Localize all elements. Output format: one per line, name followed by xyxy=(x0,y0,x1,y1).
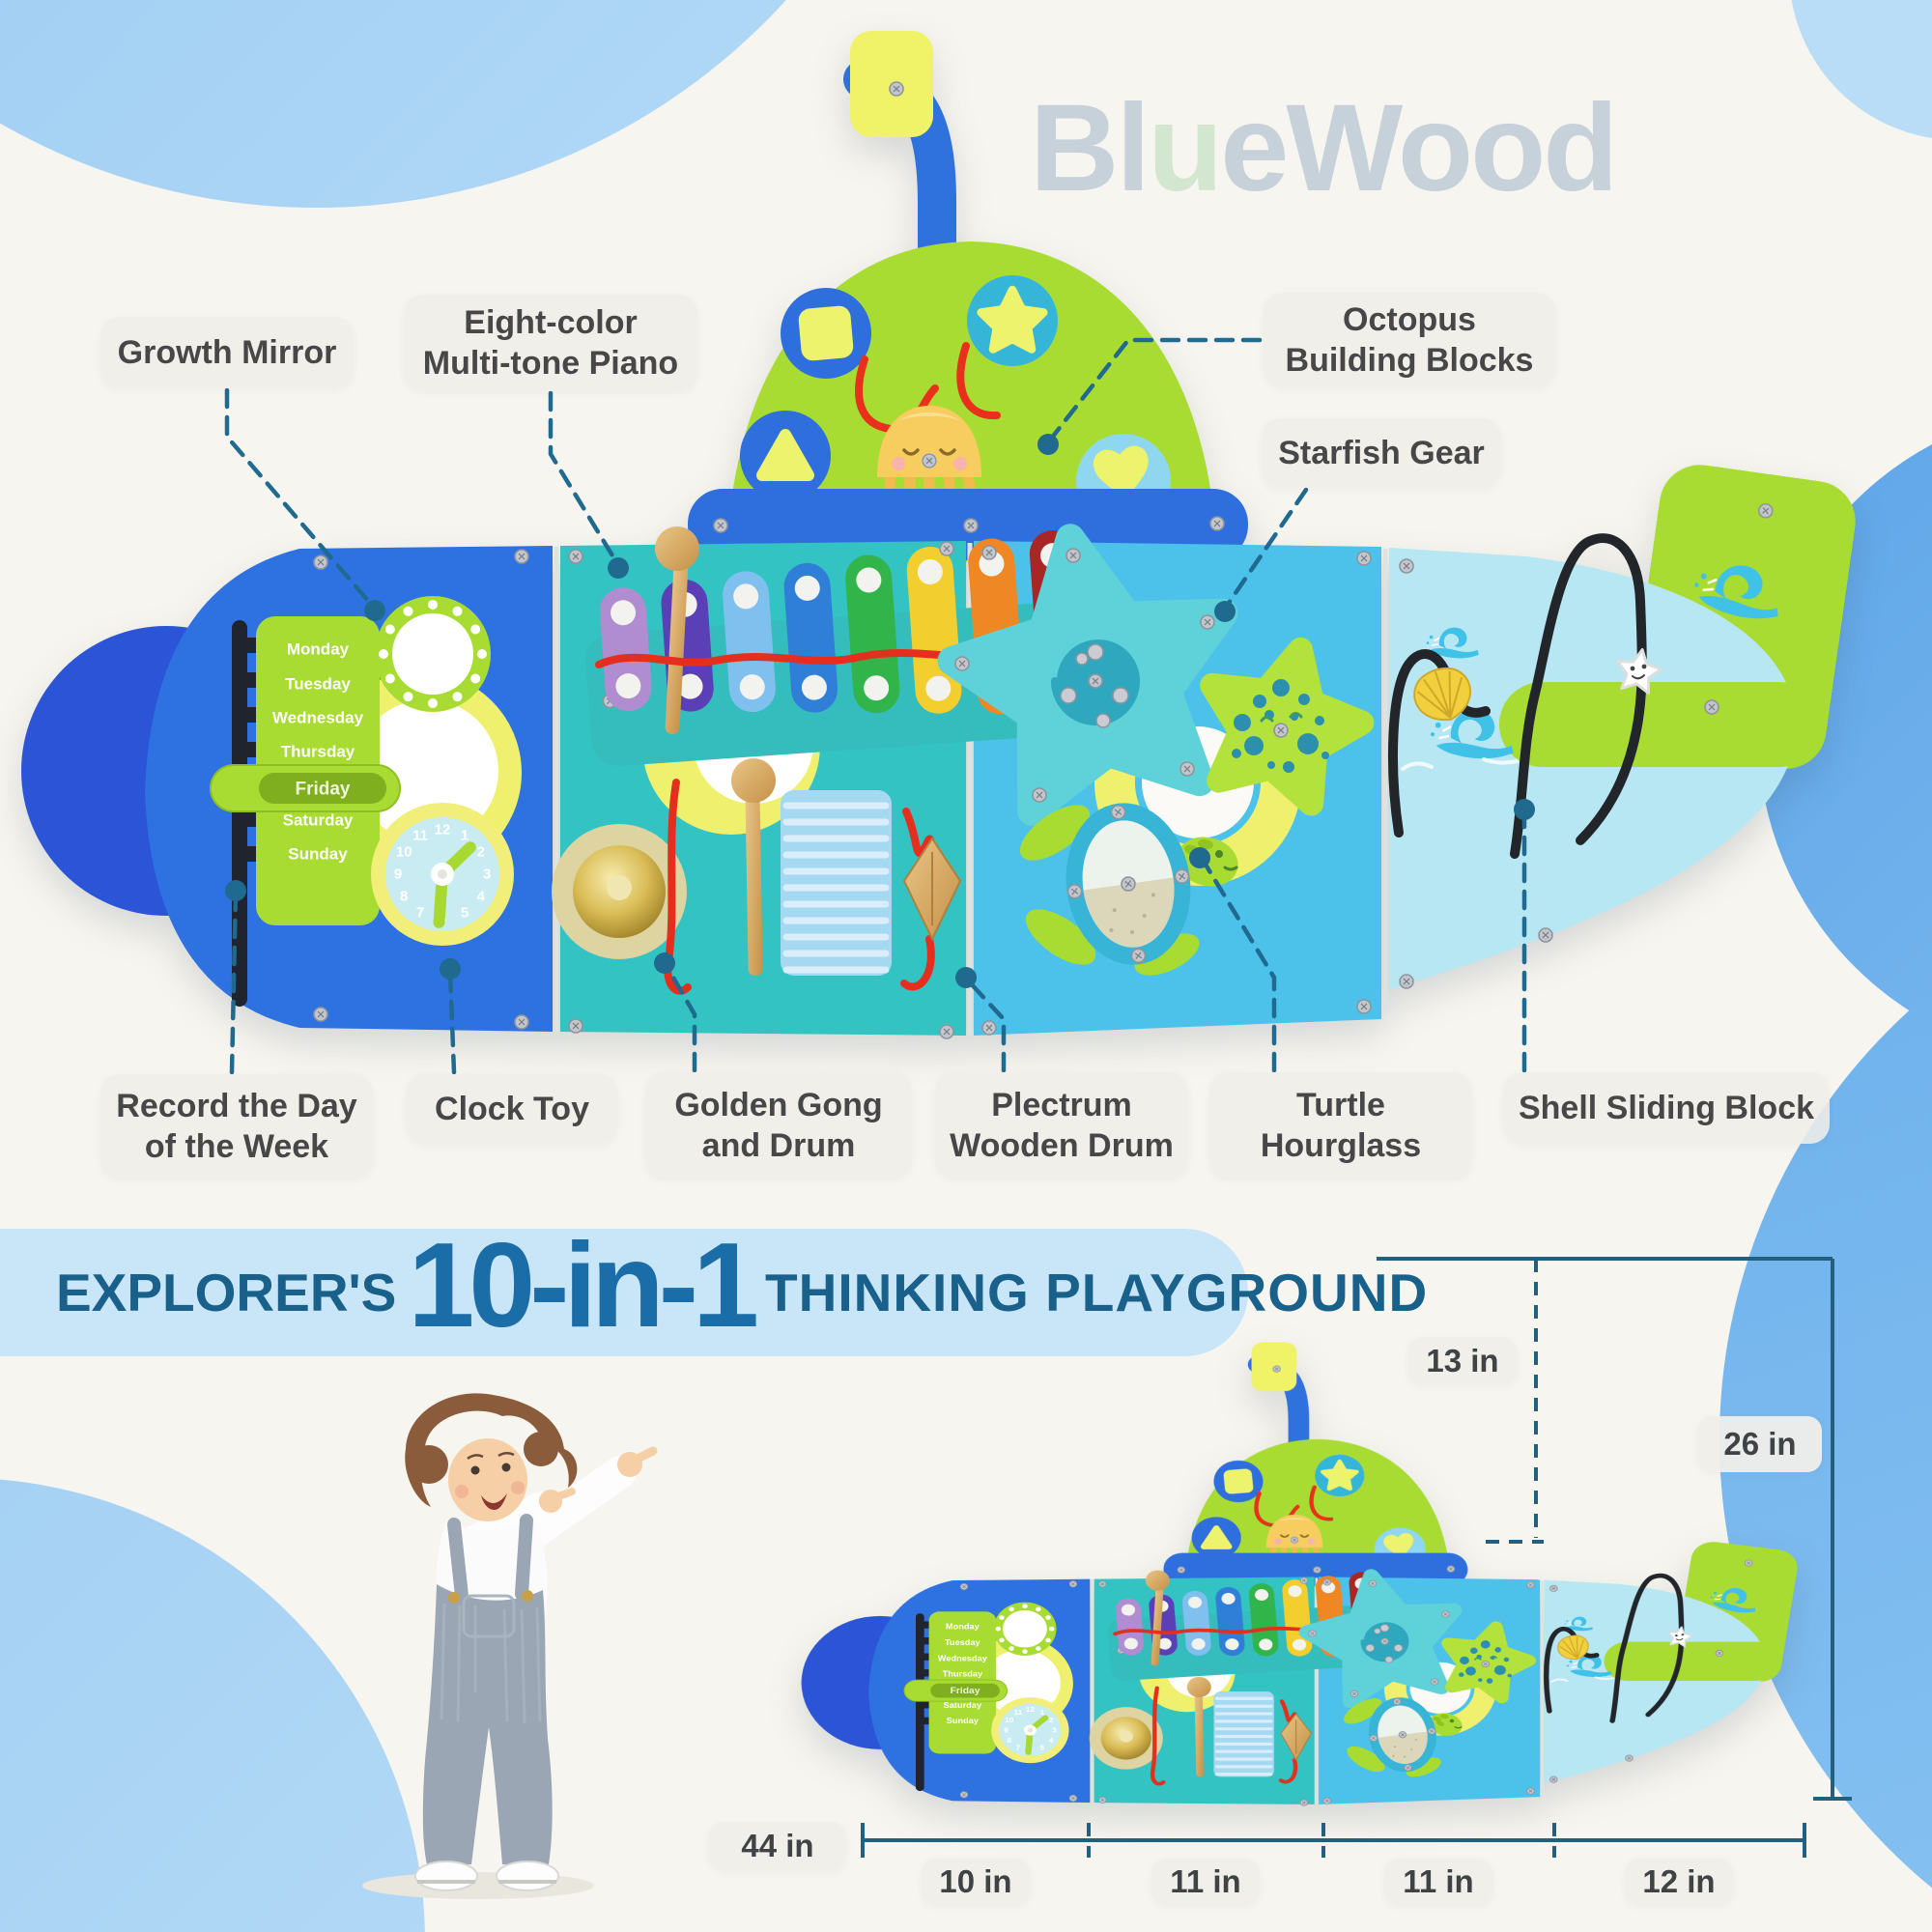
callout-starfish-gear-label: Starfish Gear xyxy=(1278,434,1485,471)
callout-shell-block: Shell Sliding Block xyxy=(1503,1072,1830,1144)
callout-turtle-hourglass-line1: Turtle xyxy=(1296,1086,1385,1123)
callout-leader-lines xyxy=(224,337,1535,1075)
child-photo xyxy=(362,1393,658,1899)
callout-clock-toy-label: Clock Toy xyxy=(435,1090,589,1127)
callout-record-day-line2: of the Week xyxy=(144,1128,329,1165)
callout-record-day-line1: Record the Day xyxy=(116,1087,357,1124)
dimension-lines xyxy=(861,1257,1852,1858)
callout-plectrum-drum-line1: Plectrum xyxy=(991,1086,1132,1123)
dim-44in: 44 in xyxy=(709,1822,846,1870)
dim-44in-label: 44 in xyxy=(741,1827,814,1863)
callout-plectrum-drum-line2: Wooden Drum xyxy=(950,1127,1174,1164)
dim-26in: 26 in xyxy=(1698,1416,1822,1472)
title-highlight: 10-in-1 xyxy=(408,1219,759,1352)
logo-part-wood: eWood xyxy=(1220,79,1618,217)
callout-growth-mirror: Growth Mirror xyxy=(100,317,354,388)
callout-shell-block-label: Shell Sliding Block xyxy=(1518,1089,1815,1126)
callout-golden-gong-line2: and Drum xyxy=(701,1127,856,1164)
dim-seg-11in-a-label: 11 in xyxy=(1170,1862,1241,1899)
callout-record-day: Record the Day of the Week xyxy=(100,1074,373,1179)
logo-smile-u: u xyxy=(1148,79,1223,217)
title-suffix: THINKING PLAYGROUND xyxy=(765,1263,1429,1322)
callout-starfish-gear: Starfish Gear xyxy=(1262,418,1501,488)
callout-octopus-line2: Building Blocks xyxy=(1285,342,1534,379)
dim-seg-11in-b-label: 11 in xyxy=(1403,1862,1474,1899)
dim-seg-10in-label: 10 in xyxy=(939,1862,1012,1899)
callout-piano-line2: Multi-tone Piano xyxy=(422,345,679,382)
callout-golden-gong: Golden Gong and Drum xyxy=(645,1072,912,1179)
dim-13in: 13 in xyxy=(1408,1337,1517,1385)
brand-logo: BlueWood xyxy=(1030,77,1618,219)
dim-seg-11in-b: 11 in xyxy=(1384,1859,1492,1905)
callout-piano-line1: Eight-color xyxy=(464,303,638,341)
small-submarine xyxy=(802,1343,1801,1806)
dim-seg-12in: 12 in xyxy=(1625,1859,1733,1905)
callout-golden-gong-line1: Golden Gong xyxy=(674,1086,883,1123)
callout-turtle-hourglass-line2: Hourglass xyxy=(1260,1127,1422,1164)
callout-growth-mirror-label: Growth Mirror xyxy=(117,333,337,371)
page-title: EXPLORER'S 10-in-1 THINKING PLAYGROUND xyxy=(56,1219,1429,1356)
callout-clock-toy: Clock Toy xyxy=(406,1074,618,1144)
callout-octopus-line1: Octopus xyxy=(1343,300,1476,338)
dim-seg-11in-a: 11 in xyxy=(1151,1859,1260,1905)
dim-13in-label: 13 in xyxy=(1426,1342,1499,1378)
dim-seg-10in: 10 in xyxy=(922,1859,1030,1905)
dim-26in-label: 26 in xyxy=(1723,1425,1797,1462)
heading-banner xyxy=(0,1229,1248,1356)
logo-part-blue: Bl xyxy=(1030,79,1151,217)
dim-seg-12in-label: 12 in xyxy=(1642,1862,1716,1899)
title-prefix: EXPLORER'S xyxy=(56,1263,397,1322)
